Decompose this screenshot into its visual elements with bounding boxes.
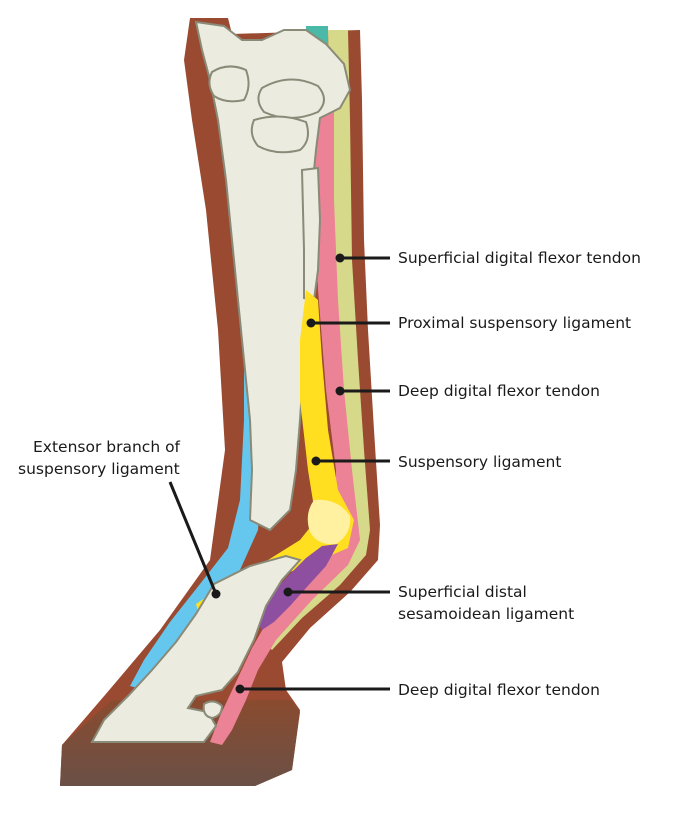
- leader-dot: [235, 684, 245, 694]
- leader-dot: [211, 589, 221, 599]
- label-superficial-digital-flexor-tendon: Superficial digital flexor tendon: [335, 249, 641, 267]
- label-text: Deep digital flexor tendon: [398, 681, 600, 699]
- superficial-digital-flexor-tendon: [262, 30, 370, 650]
- proximal-sesamoid-bone: [307, 499, 351, 545]
- label-text: Superficial digital flexor tendon: [398, 249, 641, 267]
- carpal-bone-1: [257, 78, 325, 119]
- leader-dot: [306, 318, 316, 328]
- deep-digital-flexor-tendon: [210, 80, 360, 745]
- label-proximal-suspensory-ligament: Proximal suspensory ligament: [306, 314, 631, 332]
- label-deep-digital-flexor-tendon-upper: Deep digital flexor tendon: [335, 382, 600, 400]
- label-extensor-branch-of-suspensory-ligament: Extensor branch of suspensory ligament: [18, 438, 221, 599]
- leader-dot: [335, 386, 345, 396]
- leader-line: [168, 481, 218, 595]
- pastern-bones: [90, 554, 302, 743]
- superficial-distal-sesamoidean-ligament: [256, 544, 338, 630]
- carpal-bone-2: [208, 65, 250, 103]
- label-suspensory-ligament: Suspensory ligament: [311, 453, 561, 471]
- carpal-bone-3: [250, 115, 309, 154]
- label-text-line2: suspensory ligament: [18, 460, 180, 478]
- label-text: Suspensory ligament: [398, 453, 561, 471]
- navicular-bone: [202, 700, 224, 720]
- leader-dot: [283, 587, 293, 597]
- label-text: Deep digital flexor tendon: [398, 382, 600, 400]
- leader-dot: [311, 456, 321, 466]
- label-text: Proximal suspensory ligament: [398, 314, 631, 332]
- label-superficial-distal-sesamoidean-ligament: Superficial distal sesamoidean ligament: [283, 583, 574, 623]
- leader-dot: [335, 253, 345, 263]
- label-text-line1: Superficial distal: [398, 583, 527, 601]
- splint-bone: [300, 166, 322, 302]
- label-text-line2: sesamoidean ligament: [398, 605, 574, 623]
- label-deep-digital-flexor-tendon-lower: Deep digital flexor tendon: [235, 681, 600, 699]
- label-text-line1: Extensor branch of: [33, 438, 181, 456]
